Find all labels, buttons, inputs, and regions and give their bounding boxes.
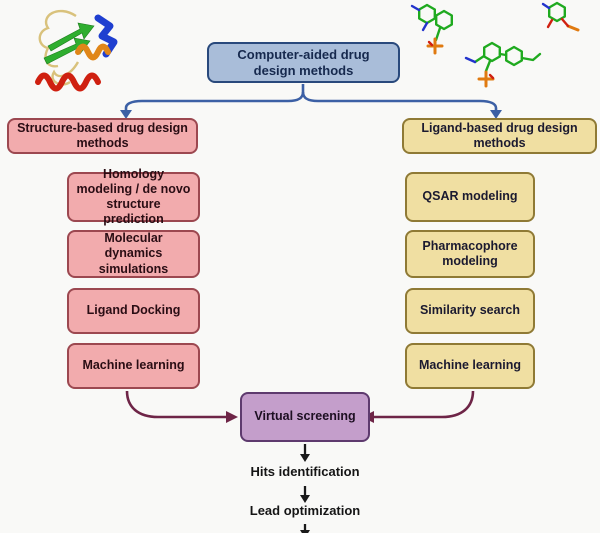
node-label: Pharmacophore modeling <box>422 238 518 268</box>
node-molecular-dynamics: Molecular dynamics simulations <box>67 230 200 278</box>
protein-ribbon-icon <box>35 9 118 92</box>
node-ligand-based-header: Ligand-based drug design methods <box>402 118 597 154</box>
node-machine-learning-right: Machine learning <box>405 343 535 389</box>
node-label: Machine learning <box>82 358 185 373</box>
ligand-molecules-icon <box>410 1 580 88</box>
node-machine-learning-left: Machine learning <box>67 343 200 389</box>
node-label: Virtual screening <box>254 409 356 424</box>
node-label: Similarity search <box>419 303 521 318</box>
node-root-cadd-methods: Computer-aided drug design methods <box>207 42 400 83</box>
arrowhead-left-merge <box>226 411 238 423</box>
connector-left-to-merge <box>125 390 226 419</box>
connector-left-branch <box>124 91 305 111</box>
arrowhead-lead <box>300 495 310 503</box>
structure-header-label: Structure-based drug design methods <box>17 120 188 150</box>
connector-right-to-merge <box>374 390 475 419</box>
node-structure-based-header: Structure-based drug design methods <box>7 118 198 154</box>
node-pharmacophore-modeling: Pharmacophore modeling <box>405 230 535 278</box>
connector-right-branch <box>301 91 498 111</box>
node-virtual-screening: Virtual screening <box>240 392 370 442</box>
step-hits-identification: Hits identification <box>250 464 360 479</box>
node-ligand-docking: Ligand Docking <box>67 288 200 334</box>
ligand-header-label: Ligand-based drug design methods <box>421 120 578 150</box>
node-label: Machine learning <box>418 358 522 373</box>
step-lead-optimization: Lead optimization <box>249 503 361 518</box>
node-similarity-search: Similarity search <box>405 288 535 334</box>
node-label: Ligand Docking <box>86 303 181 318</box>
node-label: Molecular dynamics simulations <box>98 231 169 276</box>
arrowhead-hits <box>300 454 310 462</box>
node-root-label: Computer-aided drug design methods <box>237 46 370 78</box>
node-homology-modeling: Homology modeling / de novo structure pr… <box>67 167 200 226</box>
node-label: Homology modeling / de novo structure pr… <box>76 166 191 227</box>
node-qsar-modeling: QSAR modeling <box>405 172 535 222</box>
node-label: QSAR modeling <box>422 189 518 204</box>
